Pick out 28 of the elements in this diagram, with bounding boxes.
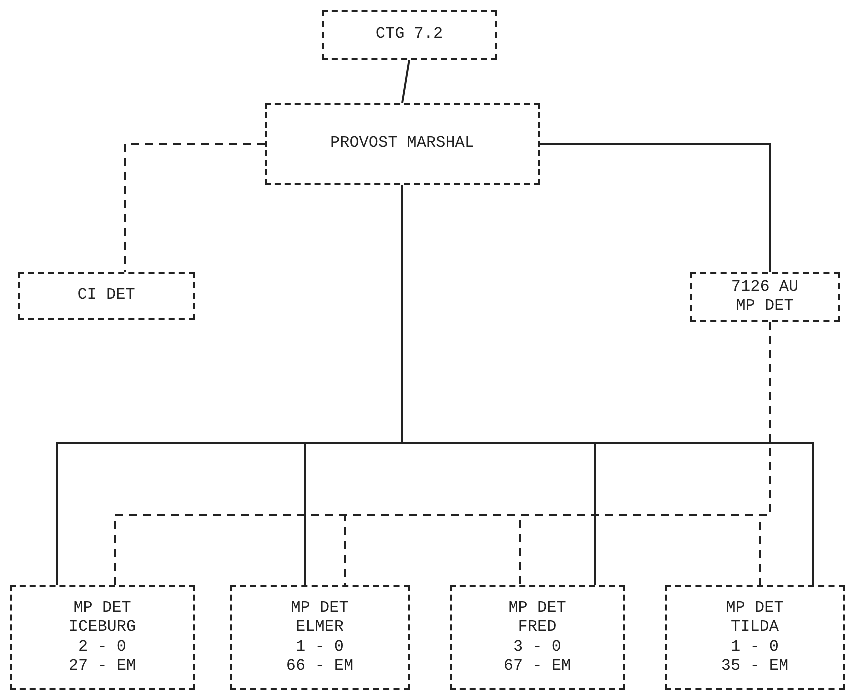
strength-text: 27 - EM [68,656,136,676]
unit-name: PROVOST MARSHAL [330,134,475,154]
strength-text: 1 - 0 [296,638,344,657]
unit-box [265,103,540,185]
unit-box [665,585,845,690]
strength-text: 35 - EM [721,656,789,676]
unit-name: MP DET ICEBURG [68,599,138,638]
connector-line [759,322,771,585]
strength-text: 3 - 0 [513,638,562,657]
unit-box [322,10,497,60]
unit-box [450,585,625,690]
unit-name: MP DET ELMER [290,599,350,638]
strength-text: 66 - EM [286,656,354,676]
connector-line [124,143,265,272]
unit-name: CTG 7.2 [376,25,444,45]
unit-box [230,585,410,690]
strength-text: 2 - 0 [78,638,126,657]
connector-line [540,143,771,272]
unit-name: 7126 AU MP DET [730,278,800,316]
strength-text: 67 - EM [504,656,572,676]
strength-text: 1 - 0 [730,638,779,657]
connector-line [402,60,410,104]
unit-box [690,272,840,322]
unit-name: CI DET [78,286,136,306]
unit-name: MP DET FRED [508,599,568,638]
unit-box [18,272,195,320]
unit-name: MP DET TILDA [725,599,785,638]
unit-box [10,585,195,690]
